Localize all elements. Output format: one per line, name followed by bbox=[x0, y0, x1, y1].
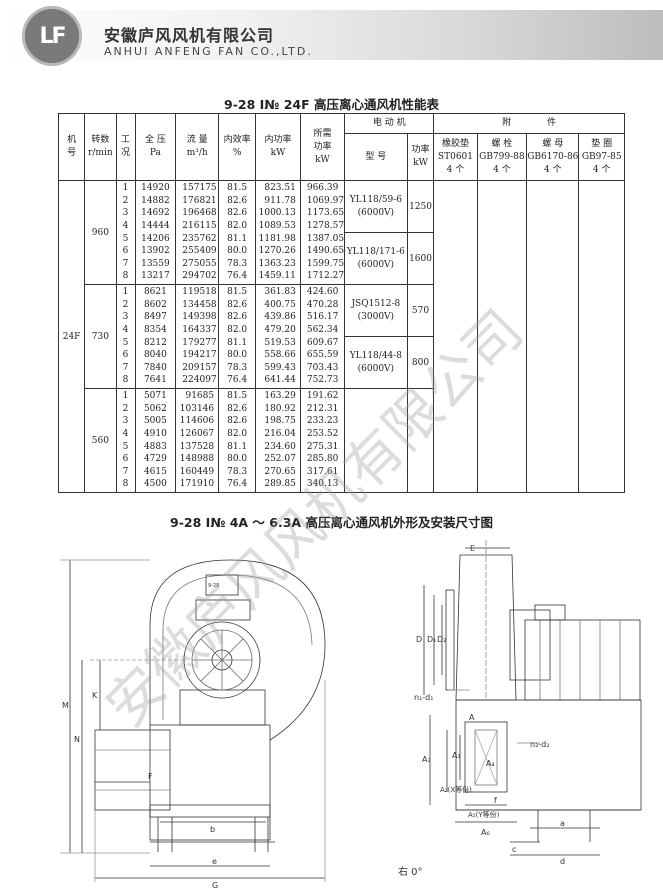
cell-motor-power bbox=[406, 388, 435, 493]
header-flow: 流 量 m³/h bbox=[175, 113, 220, 181]
label-A1: A₁ bbox=[452, 751, 461, 760]
cell-pressure: 5071 5062 5005 4910 4883 4729 4615 4500 bbox=[134, 388, 177, 493]
header-internal-power: 内功率 kW bbox=[255, 113, 301, 181]
cell-internal-power: 163.29 180.92 198.75 216.04 234.60 252.0… bbox=[255, 388, 301, 493]
cell-acc4 bbox=[578, 180, 625, 493]
label-A2: A₂(X等份) bbox=[440, 785, 472, 794]
drawing-title: 9-28 Ⅰ№ 4A ～ 6.3A 高压离心通风机外形及安装尺寸图 bbox=[170, 515, 493, 530]
performance-table-title: 9-28 Ⅰ№ 24F 高压离心通风机性能表 bbox=[224, 97, 439, 112]
company-name-en: ANHUI ANFENG FAN CO.,LTD. bbox=[104, 45, 313, 58]
company-name-cn: 安徽庐风风机有限公司 bbox=[104, 26, 275, 45]
page-header: LF 安徽庐风风机有限公司 ANHUI ANFENG FAN CO.,LTD. bbox=[0, 0, 663, 68]
label-b: b bbox=[210, 825, 215, 834]
direction-label: 右 0° bbox=[398, 865, 423, 878]
cell-speed: 730 bbox=[84, 284, 117, 389]
label-a: a bbox=[560, 819, 565, 828]
volute-outline bbox=[149, 559, 326, 741]
label-n2d2: n₂-d₂ bbox=[530, 740, 549, 749]
cell-acc1 bbox=[433, 180, 478, 493]
label-A4: A₄ bbox=[486, 759, 495, 768]
label-A3: A₃ bbox=[422, 755, 431, 764]
motor-body bbox=[524, 619, 641, 701]
plate-text: 9-28 bbox=[208, 583, 219, 589]
cell-acc3 bbox=[526, 180, 580, 493]
cell-flow: 91685 103146 114606 126067 137528 148988… bbox=[175, 388, 220, 493]
inlet-flange-side bbox=[445, 589, 455, 691]
label-M: M bbox=[62, 701, 69, 710]
cell-efficiency: 81.5 82.6 82.6 82.0 81.1 80.0 78.3 76.4 bbox=[218, 284, 257, 389]
cell-internal-power: 361.83 400.75 439.86 479.20 519.53 558.6… bbox=[255, 284, 301, 389]
label-D: D bbox=[416, 635, 422, 644]
header-model: 机 号 bbox=[57, 113, 86, 181]
header-motor: 电 动 机 bbox=[344, 113, 435, 134]
header-condition: 工 况 bbox=[115, 113, 136, 181]
header-speed: 转数 r/min bbox=[84, 113, 117, 181]
cell-conditions: 1 2 3 4 5 6 7 8 bbox=[115, 388, 136, 493]
cell-internal-power: 823.51 911.78 1000.13 1089.53 1181.98 12… bbox=[255, 180, 301, 285]
label-A5: A₅(Y等份) bbox=[468, 810, 500, 819]
cell-motor-power: 800 bbox=[406, 336, 435, 389]
header-nut: 螺 母 GB6170-86 4 个 bbox=[526, 133, 580, 181]
pedestal bbox=[149, 724, 271, 841]
outlet-duct bbox=[464, 721, 508, 793]
header-accessories: 附 件 bbox=[433, 113, 625, 134]
label-d: d bbox=[560, 857, 565, 866]
label-D1: D₁ bbox=[427, 635, 436, 644]
header-bolt: 螺 栓 GB799-88 4 个 bbox=[476, 133, 528, 181]
cell-motor-type: JSQ1512-8 (3000V) bbox=[344, 284, 408, 337]
volute-inner bbox=[162, 574, 313, 720]
header-rubber-pad: 橡胶垫 ST0601 4 个 bbox=[433, 133, 478, 181]
label-n1d1: n₁-d₁ bbox=[414, 693, 433, 702]
header-efficiency: 内效率 % bbox=[218, 113, 257, 181]
cell-motor-power: 570 bbox=[406, 284, 435, 337]
label-f: f bbox=[494, 796, 497, 805]
label-e: e bbox=[212, 857, 217, 866]
cell-efficiency: 81.5 82.6 82.6 82.0 81.1 80.0 78.3 76.4 bbox=[218, 180, 257, 285]
label-N: N bbox=[74, 735, 80, 744]
label-A: A bbox=[469, 713, 475, 722]
inlet-box bbox=[94, 729, 171, 811]
cell-motor-type: YL118/44-8 (6000V) bbox=[344, 336, 408, 389]
label-E: E bbox=[470, 544, 475, 553]
cell-motor-type: YL118/59-6 (6000V) bbox=[344, 180, 408, 233]
cell-conditions: 1 2 3 4 5 6 7 8 bbox=[115, 180, 136, 285]
logo-text: LF bbox=[39, 23, 66, 49]
cell-motor-type: YL118/171-6 (6000V) bbox=[344, 232, 408, 285]
cell-pressure: 8621 8602 8497 8354 8212 8040 7840 7641 bbox=[134, 284, 177, 389]
cell-required-power: 966.39 1069.97 1173.65 1278.57 1387.05 1… bbox=[299, 180, 346, 285]
header-required-power: 所需 功率 kW bbox=[299, 113, 346, 181]
fan-nameplate bbox=[205, 574, 239, 596]
cell-model: 24F bbox=[57, 180, 86, 493]
cell-efficiency: 81.5 82.6 82.6 82.0 81.1 80.0 78.3 76.4 bbox=[218, 388, 257, 493]
cell-conditions: 1 2 3 4 5 6 7 8 bbox=[115, 284, 136, 389]
cell-motor-power: 1250 bbox=[406, 180, 435, 233]
header-pressure: 全 压 Pa bbox=[134, 113, 177, 181]
performance-table: 机 号 转数 r/min 工 况 全 压 Pa 流 量 m³/h 内效率 % 内… bbox=[57, 113, 625, 493]
label-F: F bbox=[148, 772, 153, 781]
cell-acc2 bbox=[476, 180, 528, 493]
cell-speed: 560 bbox=[84, 388, 117, 493]
base-frame bbox=[455, 699, 642, 811]
cell-speed: 960 bbox=[84, 180, 117, 285]
label-c: c bbox=[512, 845, 516, 854]
cell-flow: 119518 134458 149398 164337 179277 19421… bbox=[175, 284, 220, 389]
cell-pressure: 14920 14882 14692 14444 14206 13902 1355… bbox=[134, 180, 177, 285]
header-washer: 垫 圈 GB97-85 4 个 bbox=[578, 133, 625, 181]
bearing-support bbox=[179, 689, 266, 726]
cell-motor-type bbox=[344, 388, 408, 493]
label-K: K bbox=[92, 691, 98, 700]
fan-drawing: 9-28 M K N F b e G E D D₁ D₂ n₁-d₁ n₂-d₂… bbox=[60, 540, 642, 890]
cell-required-power: 191.62 212.31 233.23 253.52 275.31 285.8… bbox=[299, 388, 346, 493]
header-motor-power: 功率 kW bbox=[406, 133, 435, 181]
label-A6: A₆ bbox=[481, 828, 490, 837]
company-logo: LF bbox=[22, 6, 82, 66]
cell-required-power: 424.60 470.28 516.17 562.34 609.67 655.5… bbox=[299, 284, 346, 389]
header-motor-type: 型 号 bbox=[344, 133, 408, 181]
cell-flow: 157175 176821 196468 216115 235762 25540… bbox=[175, 180, 220, 285]
label-G: G bbox=[212, 881, 218, 890]
header-band bbox=[0, 10, 663, 60]
motor-top bbox=[195, 599, 251, 621]
cell-motor-power: 1600 bbox=[406, 232, 435, 285]
label-D2: D₂ bbox=[437, 635, 446, 644]
